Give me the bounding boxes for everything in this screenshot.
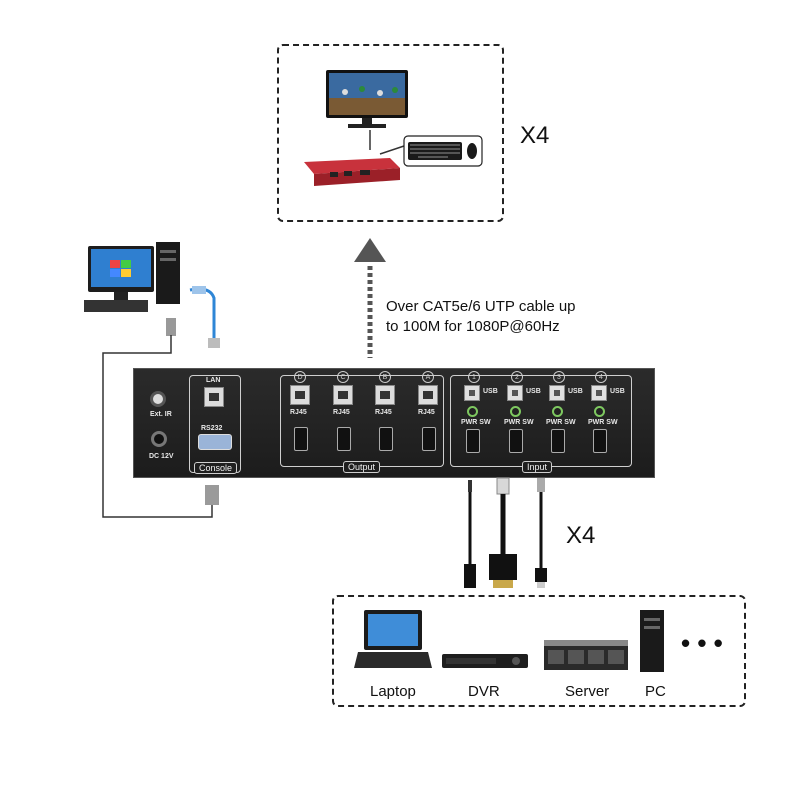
output-rj45-c — [333, 385, 353, 405]
output-port-c-marker: C — [337, 371, 349, 383]
lan-port — [204, 387, 224, 407]
rs232-loop-cable — [102, 335, 219, 518]
pwr-switch-2 — [510, 406, 521, 417]
input-port-4-marker: 4 — [595, 371, 607, 383]
input-title: Input — [522, 461, 553, 473]
pwr-sw-label-4: PWR SW — [588, 419, 618, 426]
laptop-label: Laptop — [370, 683, 416, 700]
output-title: Output — [343, 461, 381, 473]
dvr-icon — [442, 654, 528, 668]
pwr-sw-label-2: PWR SW — [504, 419, 534, 426]
ext-ir-jack — [150, 391, 166, 407]
pc-label: PC — [645, 683, 666, 700]
pwr-switch-3 — [552, 406, 563, 417]
mouse-icon — [467, 143, 477, 159]
desktop-pc-icon — [84, 242, 180, 312]
input-hdmi-3 — [551, 429, 565, 453]
input-hdmi-2 — [509, 429, 523, 453]
rs232-port — [198, 434, 232, 450]
rj45-label-d: RJ45 — [290, 409, 307, 416]
usb-label-4: USB — [610, 388, 625, 395]
laptop-icon — [354, 610, 432, 668]
sources-scene — [354, 610, 664, 672]
tv-monitor-icon — [326, 70, 408, 128]
cable-note-line1: Over CAT5e/6 UTP cable up — [386, 298, 576, 315]
receiver-dashed-box — [277, 44, 504, 222]
console-title: Console — [194, 462, 238, 474]
audio-cable-icon — [464, 480, 476, 588]
rs232-label: RS232 — [201, 425, 223, 432]
usb-label-3: USB — [568, 388, 583, 395]
pwr-sw-label-3: PWR SW — [546, 419, 576, 426]
ext-ir-label: Ext. IR — [150, 411, 172, 418]
input-hdmi-1 — [466, 429, 480, 453]
rj45-label-b: RJ45 — [375, 409, 392, 416]
input-usb-3 — [549, 385, 565, 401]
dc-power-jack — [151, 431, 167, 447]
control-pc-illustration — [84, 242, 220, 348]
kvm-matrix-rear-panel: Ext. IR DC 12V LAN RS232 Console Output … — [133, 368, 655, 478]
output-rj45-a — [418, 385, 438, 405]
output-hdmi-b — [379, 427, 393, 451]
input-port-3-marker: 3 — [553, 371, 565, 383]
sources-dashed-box — [332, 595, 746, 707]
input-usb-1 — [464, 385, 480, 401]
keyboard-icon — [408, 142, 462, 160]
output-port-d-marker: D — [294, 371, 306, 383]
receiver-scene — [304, 70, 483, 186]
output-port-b-marker: B — [379, 371, 391, 383]
output-rj45-b — [375, 385, 395, 405]
output-port-a-marker: A — [422, 371, 434, 383]
bottom-multiplier: X4 — [566, 522, 596, 549]
input-usb-4 — [591, 385, 607, 401]
pwr-sw-label-1: PWR SW — [461, 419, 491, 426]
hdmi-dvi-cable-icon — [489, 477, 517, 588]
input-port-2-marker: 2 — [511, 371, 523, 383]
usb-label-1: USB — [483, 388, 498, 395]
server-icon — [544, 640, 628, 670]
pc-tower-icon — [640, 610, 664, 672]
cable-note-line2: to 100M for 1080P@60Hz — [386, 318, 560, 335]
rj45-label-c: RJ45 — [333, 409, 350, 416]
rj45-label-a: RJ45 — [418, 409, 435, 416]
input-usb-2 — [507, 385, 523, 401]
top-multiplier: X4 — [520, 122, 550, 149]
input-port-1-marker: 1 — [468, 371, 480, 383]
receiver-unit-icon — [304, 158, 400, 186]
dvr-label: DVR — [468, 683, 500, 700]
input-hdmi-4 — [593, 429, 607, 453]
usb-cable-icon — [535, 478, 547, 588]
upstream-arrow — [354, 238, 386, 358]
input-cables — [464, 477, 547, 588]
output-hdmi-c — [337, 427, 351, 451]
pwr-switch-4 — [594, 406, 605, 417]
dc-label: DC 12V — [149, 453, 174, 460]
output-rj45-d — [290, 385, 310, 405]
usb-label-2: USB — [526, 388, 541, 395]
more-dots: • • • — [681, 628, 723, 658]
output-hdmi-d — [294, 427, 308, 451]
lan-label: LAN — [206, 377, 221, 384]
server-label: Server — [565, 683, 610, 700]
output-hdmi-a — [422, 427, 436, 451]
pwr-switch-1 — [467, 406, 478, 417]
